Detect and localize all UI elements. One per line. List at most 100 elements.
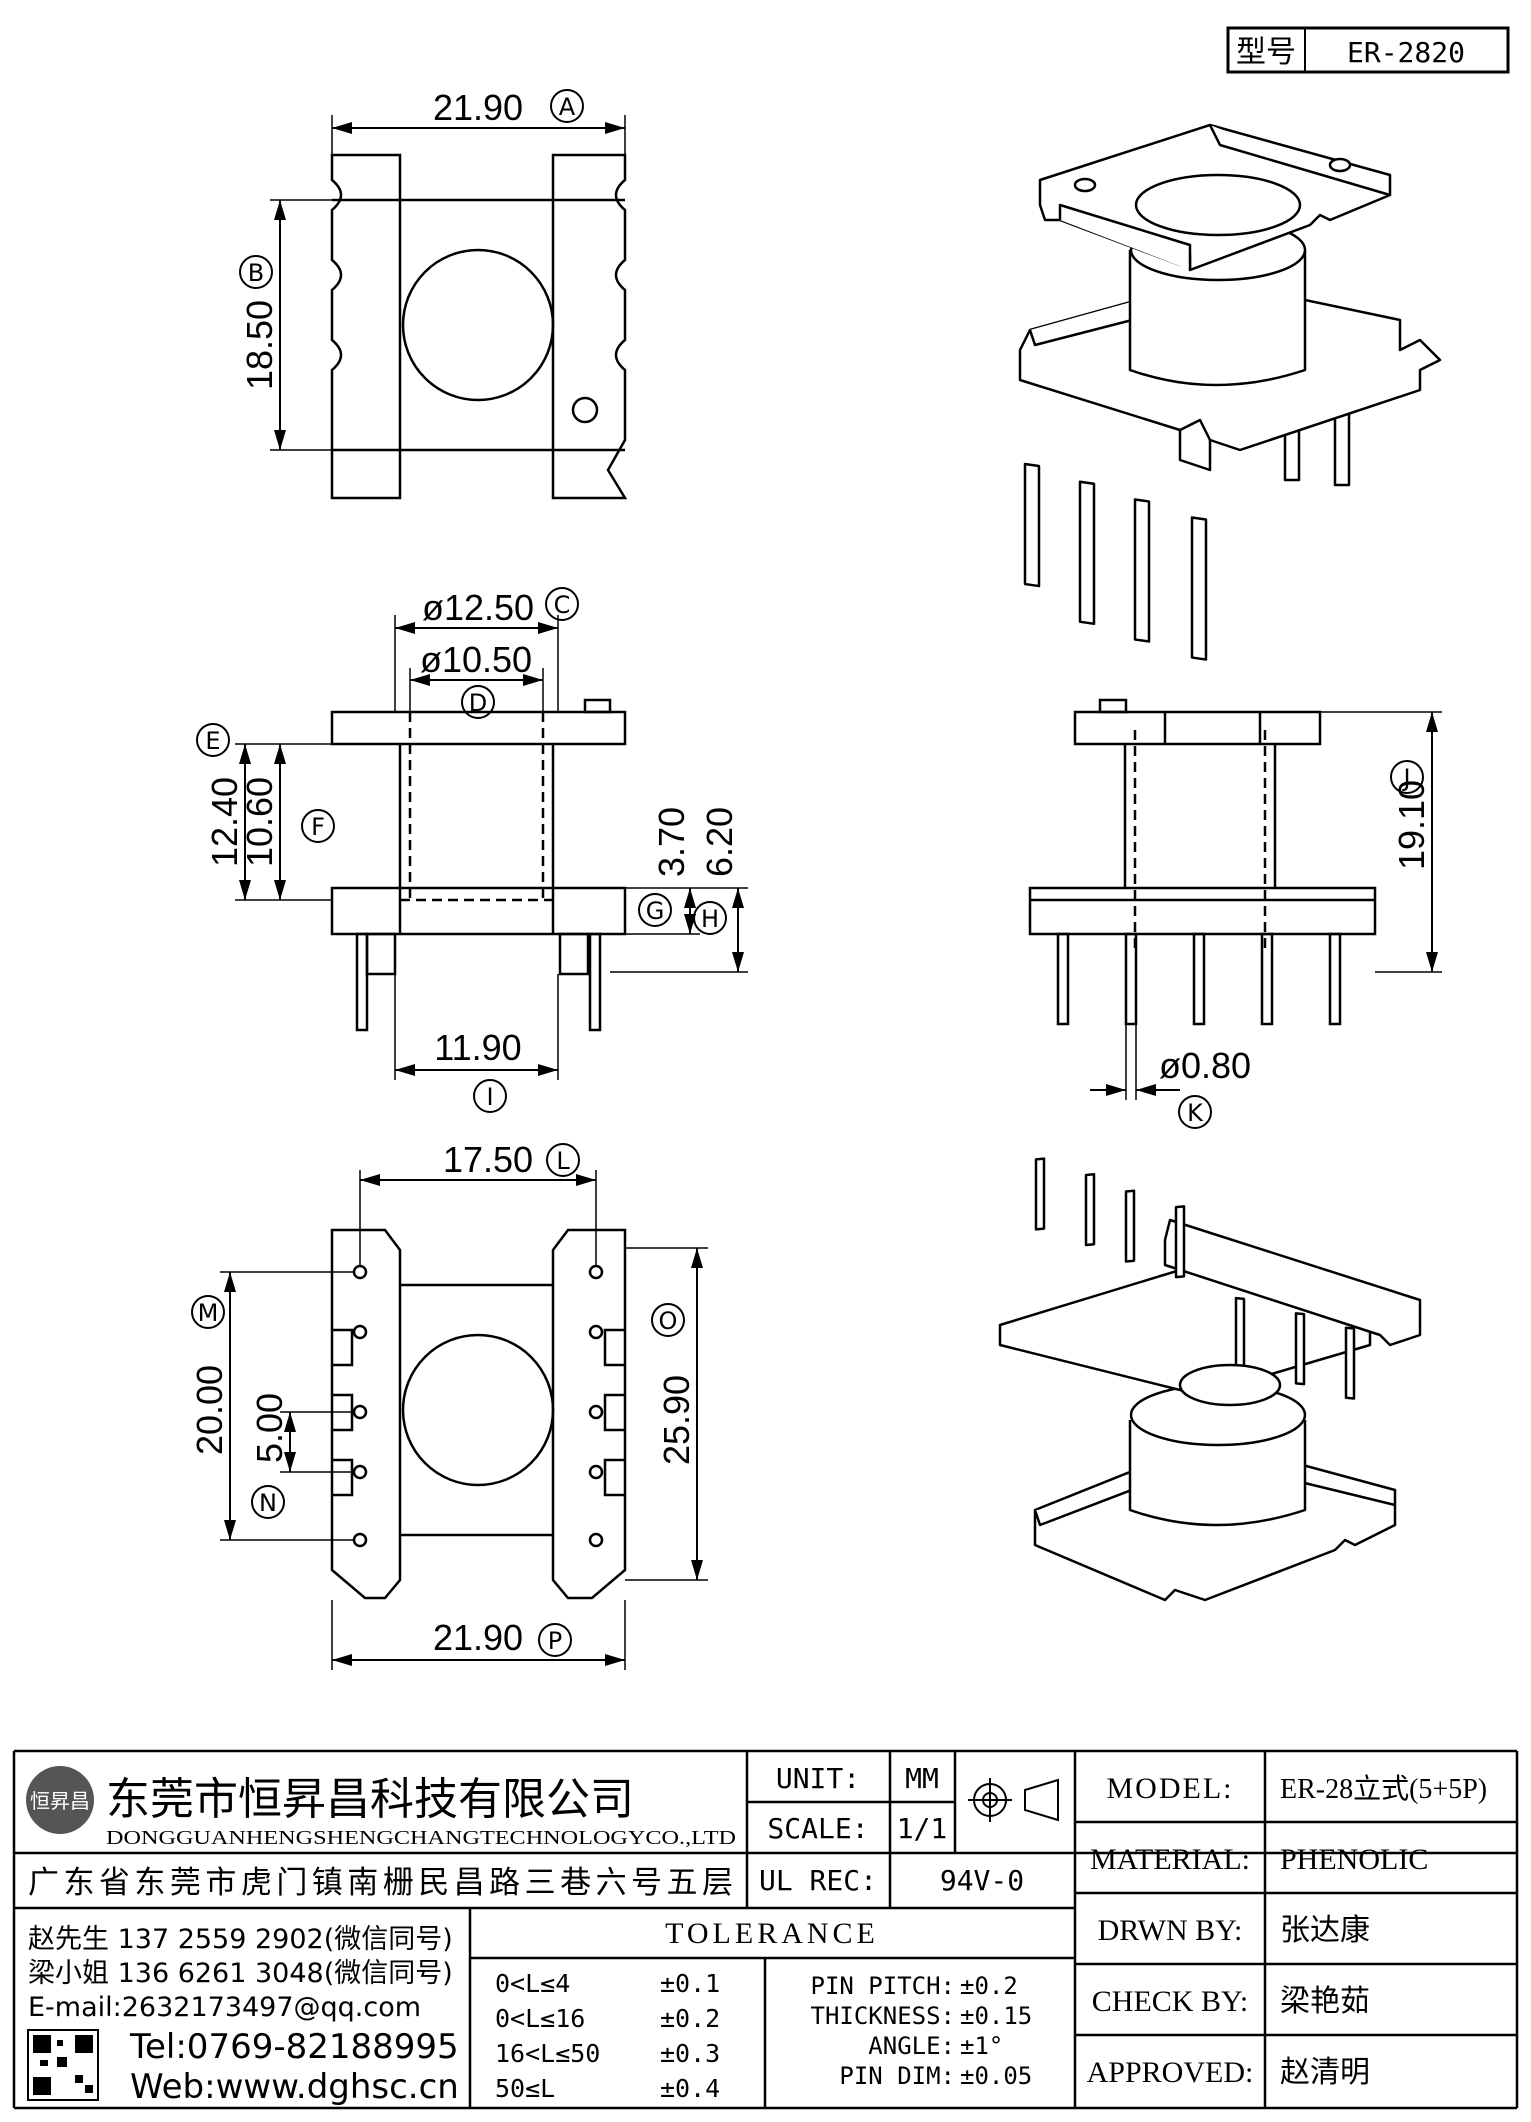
company-name-cn: 东莞市恒昇昌科技有限公司: [106, 1774, 634, 1825]
logo-text: 恒昇昌: [30, 1789, 90, 1813]
dim-a-value: 21.90: [433, 87, 523, 128]
tolerance-value-4: ±0.4: [660, 2074, 720, 2103]
dim-h-value: 6.20: [699, 807, 740, 877]
callout-e: E: [205, 727, 220, 755]
projection-symbol-icon: [968, 1778, 1059, 1822]
contact-email: E-mail:2632173497@qq.com: [28, 1992, 421, 2023]
pin-dim-label: PIN DIM:: [839, 2062, 955, 2090]
callout-i: I: [486, 1083, 493, 1111]
tolerance-value-3: ±0.3: [660, 2039, 720, 2068]
dim-i: 11.90 I: [394, 974, 559, 1113]
dim-c: ø12.50 C: [394, 587, 579, 712]
dim-g-value: 3.70: [651, 807, 692, 877]
dim-j-value: 19.10: [1391, 780, 1432, 870]
scale-value: 1/1: [897, 1812, 948, 1845]
approved-label: APPROVED:: [1087, 2056, 1254, 2089]
dim-o: 25.90 O: [625, 1247, 708, 1581]
contact-tel: Tel:0769-82188995: [129, 2027, 459, 2067]
tolerance-value-1: ±0.1: [660, 1969, 720, 1998]
dim-e-value: 12.40: [204, 777, 245, 867]
unit-value: MM: [905, 1762, 939, 1795]
callout-p: P: [548, 1627, 562, 1655]
dim-l-value: 17.50: [443, 1139, 533, 1180]
top-view: [330, 153, 628, 500]
dim-j: 19.10 J: [1320, 711, 1442, 973]
tolerance-range-4: 50≤L: [495, 2074, 555, 2103]
company-address: 广东省东莞市虎门镇南栅民昌路三巷六号五层: [28, 1865, 733, 1901]
part-number-box: 型号 ER-2820: [1226, 26, 1510, 74]
contact-2: 梁小姐 136 6261 3048(微信同号): [28, 1958, 453, 1989]
dim-a: 21.90 A: [331, 87, 626, 155]
ul-value: 94V-0: [940, 1864, 1024, 1897]
dim-p: 21.90 P: [331, 1600, 626, 1670]
dim-n-value: 5.00: [249, 1393, 290, 1463]
model-label: MODEL:: [1107, 1772, 1234, 1805]
dim-g-h: 3.70 6.20 G H: [610, 807, 748, 973]
check-by-value: 梁艳茹: [1280, 1984, 1370, 2019]
side-view: [1028, 698, 1377, 1026]
dim-p-value: 21.90: [433, 1617, 523, 1658]
callout-m: M: [198, 1299, 219, 1327]
dim-o-value: 25.90: [656, 1375, 697, 1465]
dim-e-f: 12.40 10.60 E F: [196, 723, 335, 901]
dim-d: ø10.50 D: [409, 639, 544, 719]
front-view: [330, 698, 627, 1032]
tolerance-range-3: 16<L≤50: [495, 2039, 600, 2068]
callout-b: B: [248, 259, 264, 287]
qr-code-icon: [27, 2029, 99, 2101]
dim-d-value: ø10.50: [420, 639, 532, 680]
tolerance-range-2: 0<L≤16: [495, 2004, 585, 2033]
callout-d: D: [469, 689, 487, 717]
approved-value: 赵清明: [1280, 2055, 1370, 2090]
callout-l: L: [556, 1147, 570, 1175]
scale-label: SCALE:: [767, 1812, 868, 1845]
tolerance-title: TOLERANCE: [665, 1917, 879, 1950]
tolerance-range-1: 0<L≤4: [495, 1969, 570, 1998]
callout-g: G: [646, 897, 665, 925]
dim-k: ø0.80 K: [1090, 1024, 1251, 1129]
callout-k: K: [1187, 1099, 1204, 1127]
drawn-by-value: 张达康: [1280, 1913, 1370, 1948]
thickness-value: ±0.15: [960, 2002, 1032, 2030]
pin-pitch-label: PIN PITCH:: [811, 1972, 956, 2000]
callout-a: A: [559, 93, 576, 121]
isometric-view-bottom: [998, 1157, 1422, 1602]
angle-value: ±1°: [960, 2032, 1003, 2060]
check-by-label: CHECK BY:: [1092, 1985, 1248, 2018]
pin-dim-value: ±0.05: [960, 2062, 1032, 2090]
dim-i-value: 11.90: [434, 1027, 521, 1068]
thickness-label: THICKNESS:: [811, 2002, 956, 2030]
dim-f-value: 10.60: [239, 777, 280, 867]
ul-label: UL REC:: [759, 1864, 877, 1897]
callout-h: H: [701, 905, 719, 933]
dim-m-value: 20.00: [189, 1365, 230, 1455]
pin-pitch-value: ±0.2: [960, 1972, 1018, 2000]
isometric-view-top: [1018, 123, 1442, 661]
contact-web: Web:www.dghsc.cn: [130, 2067, 459, 2107]
material-label: MATERIAL:: [1090, 1843, 1250, 1876]
unit-label: UNIT:: [776, 1762, 860, 1795]
type-label: 型号: [1236, 35, 1296, 70]
company-logo: 恒昇昌: [26, 1766, 94, 1834]
contact-1: 赵先生 137 2559 2902(微信同号): [28, 1924, 453, 1955]
callout-f: F: [311, 813, 325, 841]
tolerance-value-2: ±0.2: [660, 2004, 720, 2033]
model-value: ER-28立式(5+5P): [1280, 1773, 1487, 1805]
dim-m-n: 20.00 M 5.00 N: [189, 1271, 354, 1541]
dim-l: 17.50 L: [359, 1139, 597, 1266]
callout-c: C: [554, 591, 571, 619]
dim-b-value: 18.50: [239, 300, 280, 390]
material-value: PHENOLIC: [1280, 1843, 1428, 1876]
dim-k-value: ø0.80: [1159, 1045, 1251, 1086]
callout-n: N: [259, 1489, 277, 1517]
dim-b: 18.50 B: [239, 199, 332, 451]
drawn-by-label: DRWN BY:: [1098, 1914, 1243, 1947]
bottom-view: [330, 1228, 627, 1600]
title-block: [12, 1749, 1519, 2110]
callout-o: O: [659, 1307, 678, 1335]
dim-c-value: ø12.50: [422, 587, 534, 628]
part-number: ER-2820: [1347, 36, 1465, 69]
company-name-en: DONGGUANHENGSHENGCHANGTECHNOLOGYCO.,LTD: [106, 1827, 736, 1849]
callout-j: J: [1401, 764, 1410, 792]
